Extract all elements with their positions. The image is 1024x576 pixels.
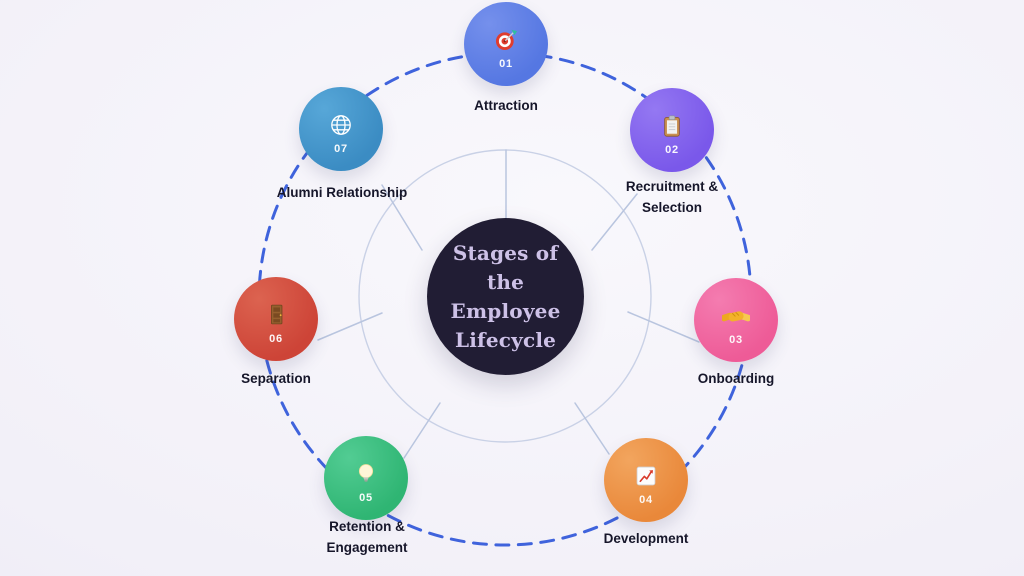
node-number: 06: [269, 332, 283, 345]
node-label-recruitment-selection: Recruitment & Selection: [625, 179, 719, 215]
inner-ring: [358, 149, 652, 443]
node-number: 05: [359, 491, 373, 504]
node-alumni-relationship[interactable]: 07: [299, 87, 383, 171]
node-number: 07: [334, 142, 348, 155]
lightbulb-icon: [353, 459, 379, 489]
target-icon: [493, 25, 520, 55]
node-attraction[interactable]: 01: [464, 2, 548, 86]
spoke-recruitment: [591, 193, 638, 251]
spoke-onboarding: [627, 311, 700, 343]
spoke-development: [574, 402, 610, 455]
node-separation[interactable]: 06: [234, 277, 318, 361]
diagram-title: Stages of the Employee Lifecycle: [451, 239, 561, 355]
title-line: the: [486, 269, 525, 294]
node-onboarding[interactable]: 03: [694, 278, 778, 362]
node-recruitment-selection[interactable]: 02: [630, 88, 714, 172]
node-label-development: Development: [603, 531, 689, 546]
node-label-separation: Separation: [241, 371, 311, 386]
node-number: 01: [499, 57, 513, 70]
spoke-separation: [317, 312, 383, 341]
node-label-retention-engagement: Retention & Engagement: [326, 519, 408, 555]
spoke-alumni: [381, 184, 423, 251]
node-development[interactable]: 04: [604, 438, 688, 522]
node-label-alumni-relationship: Alumni Relationship: [276, 185, 408, 200]
node-label-onboarding: Onboarding: [697, 371, 775, 386]
globe-icon: [327, 110, 355, 140]
node-number: 04: [639, 493, 653, 506]
node-label-attraction: Attraction: [474, 98, 538, 113]
node-number: 02: [665, 143, 679, 156]
center-circle: Stages of the Employee Lifecycle: [427, 218, 584, 375]
door-icon: [264, 300, 289, 330]
title-line: Employee: [450, 298, 561, 323]
node-number: 03: [729, 333, 743, 346]
title-line: Lifecycle: [454, 327, 557, 352]
handshake-icon: [722, 301, 750, 331]
title-line: Stages of: [452, 240, 559, 265]
spoke-retention: [403, 402, 441, 459]
chart-increasing-icon: [633, 461, 659, 491]
node-retention-engagement[interactable]: 05: [324, 436, 408, 520]
clipboard-icon: [659, 111, 685, 141]
